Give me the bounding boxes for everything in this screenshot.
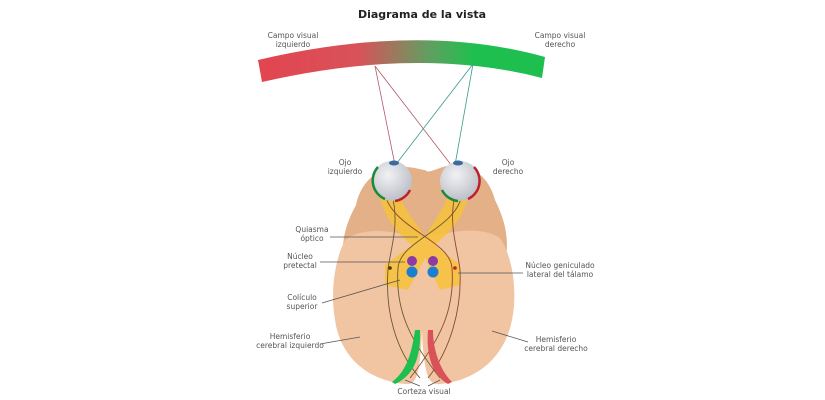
pretectal-nucleus-right xyxy=(428,256,438,266)
label-left-eye-1: Ojo xyxy=(339,158,352,167)
label-pretectal-2: pretectal xyxy=(283,261,317,270)
label-left-field-1: Campo visual xyxy=(268,31,319,40)
label-chiasm-2: óptico xyxy=(300,234,323,243)
label-colliculus-2: superior xyxy=(287,302,319,311)
label-lgn-2: lateral del tálamo xyxy=(527,270,594,279)
label-right-eye-1: Ojo xyxy=(502,158,515,167)
superior-colliculus-left xyxy=(406,266,418,278)
optic-pathway xyxy=(378,190,470,290)
left-eye xyxy=(371,160,412,203)
label-left-eye-2: izquierdo xyxy=(328,167,363,176)
label-chiasm-1: Quiasma xyxy=(295,225,328,234)
label-right-hemisphere-1: Hemisferio xyxy=(536,335,577,344)
diagram-title: Diagrama de la vista xyxy=(358,8,486,21)
visual-cortex-right xyxy=(427,330,452,384)
label-right-field-2: derecho xyxy=(545,40,576,49)
label-left-field-2: izquierdo xyxy=(276,40,311,49)
label-pretectal-1: Núcleo xyxy=(287,252,313,261)
leader-lines xyxy=(319,236,529,387)
lgn-left xyxy=(388,266,392,270)
label-right-field-1: Campo visual xyxy=(535,31,586,40)
light-rays xyxy=(374,63,474,173)
right-eye xyxy=(440,160,481,203)
label-left-hemisphere-1: Hemisferio xyxy=(270,332,311,341)
label-right-hemisphere-2: cerebral derecho xyxy=(524,344,588,353)
label-colliculus-1: Colículo xyxy=(287,293,317,302)
label-right-eye-2: derecho xyxy=(493,167,524,176)
visual-field-arc xyxy=(258,40,545,82)
label-left-hemisphere-2: cerebral izquierdo xyxy=(256,341,324,350)
pretectal-nucleus-left xyxy=(407,256,417,266)
label-visual-cortex: Corteza visual xyxy=(397,387,450,396)
brain-hemispheres xyxy=(333,230,515,385)
visual-cortex-left xyxy=(392,330,421,384)
label-lgn-1: Núcleo geniculado xyxy=(525,261,595,270)
lgn-right xyxy=(453,266,457,270)
superior-colliculus-right xyxy=(427,266,439,278)
